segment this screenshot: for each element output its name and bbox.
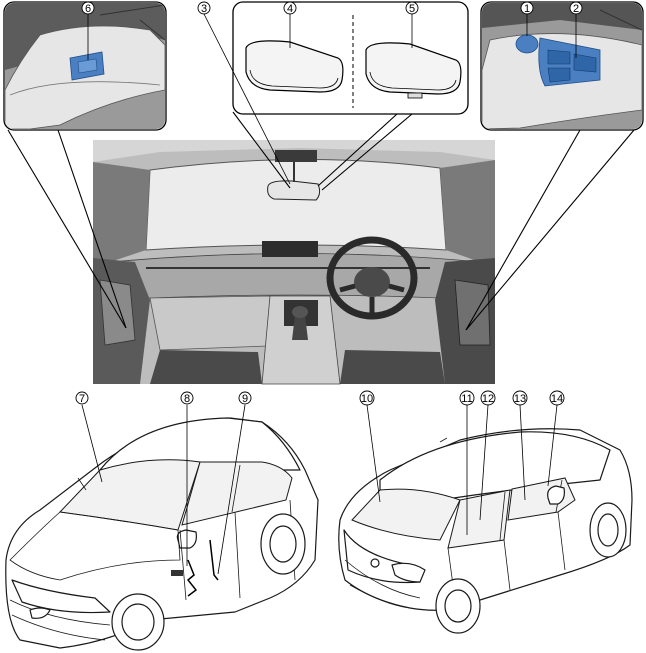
inset-passenger-window-switch [3,1,167,131]
callout-9: 9 [238,391,252,405]
vehicle-front-three-quarter [5,417,319,651]
svg-text:11: 11 [461,393,472,405]
mirror-standard [245,40,344,93]
svg-text:10: 10 [361,393,373,405]
svg-text:8: 8 [184,393,190,405]
svg-text:13: 13 [514,393,526,405]
svg-text:6: 6 [85,3,91,15]
callout-4: 4 [283,1,297,15]
callout-3: 3 [197,1,211,15]
svg-text:3: 3 [201,3,207,15]
callout-12: 12 [480,390,496,406]
interior-dashboard-view [93,140,495,385]
power-window-master-switch-highlight [538,37,601,87]
svg-text:7: 7 [79,393,85,405]
callout-6: 6 [81,1,95,15]
callout-1: 1 [520,1,534,15]
passenger-window-switch-highlight [69,51,105,81]
svg-text:2: 2 [573,3,579,15]
leader-lines [7,13,635,575]
inset-driver-window-switches [480,1,644,131]
vehicle-rear-three-quarter [338,428,633,634]
mirror-auto-dimming [365,42,462,99]
svg-text:4: 4 [287,3,293,15]
steering-wheel [326,236,418,320]
callout-2: 2 [569,1,583,15]
svg-text:9: 9 [242,393,248,405]
callout-11: 11 [459,390,475,406]
callout-7: 7 [75,391,89,405]
svg-text:1: 1 [524,3,530,15]
callout-labels: 6 3 4 5 1 2 7 8 [75,1,583,406]
callout-8: 8 [180,391,194,405]
svg-text:14: 14 [551,393,563,405]
svg-text:12: 12 [482,393,494,405]
callout-5: 5 [405,1,419,15]
svg-text:5: 5 [409,3,415,15]
inset-rearview-mirrors [232,1,469,115]
window-lock-switch-highlight [515,34,539,54]
callout-10: 10 [359,390,375,406]
callout-13: 13 [512,390,528,406]
callout-14: 14 [549,390,565,406]
